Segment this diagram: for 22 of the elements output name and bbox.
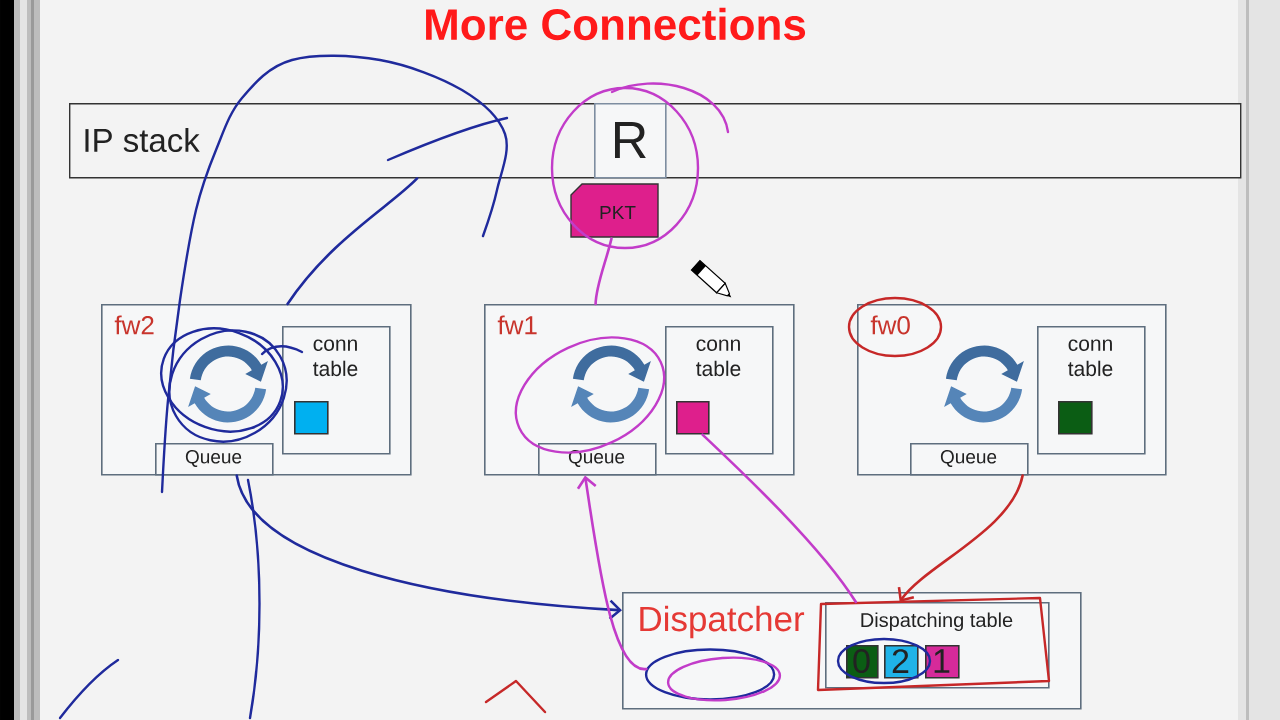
arrow [897,474,1024,602]
entry-square [294,401,329,435]
connector-line [701,433,858,604]
title: More Connections [426,7,806,41]
queue-box: Queue [155,443,274,476]
queue-box: Queue [910,443,1029,476]
letter-box: R [594,103,667,179]
slot-box: 0 [846,645,879,679]
slot-box: 1 [925,645,960,679]
hand-drawn-circle [644,648,782,702]
packet-tag: PKT [570,183,659,238]
slot-box: 2 [884,645,919,679]
entry-square [676,401,710,435]
arrow [235,474,622,620]
arrow [576,475,648,671]
table-box: conn table [282,326,391,455]
queue-box: Queue [538,443,657,476]
connector-line [594,237,613,306]
entry-square [1058,401,1093,435]
connector-line [286,177,419,306]
table-box: conn table [665,326,774,455]
table-box: conn table [1037,326,1146,455]
